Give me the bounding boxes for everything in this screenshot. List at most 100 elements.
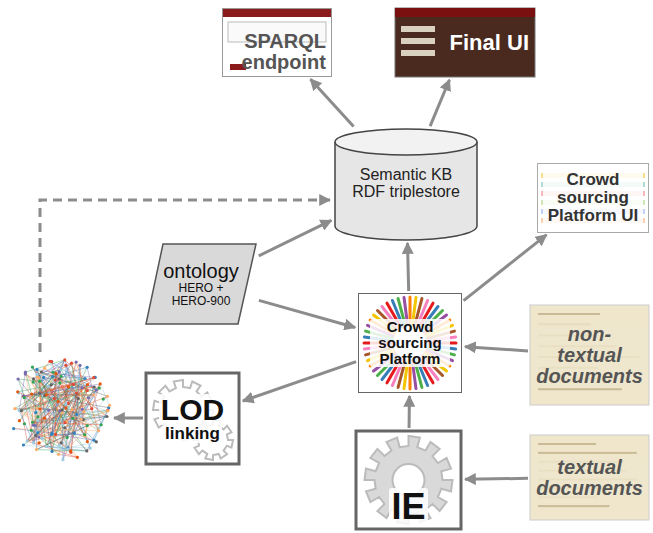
cloud-dot	[105, 415, 108, 418]
cloud-dot	[24, 373, 27, 376]
cloud-link	[55, 360, 65, 380]
flow-arrow	[259, 300, 355, 327]
screenshot-box: SPARQL endpoint	[222, 8, 332, 77]
flow-arrow	[465, 347, 528, 351]
cloud-dot	[37, 435, 40, 438]
cloud-link	[25, 372, 35, 435]
cloud-dot	[93, 385, 96, 388]
cloud-link	[48, 387, 84, 435]
cloud-dot	[36, 419, 39, 422]
cloud-dot	[77, 397, 80, 400]
cloud-dot	[106, 409, 109, 412]
cloud-link	[38, 378, 60, 383]
cloud-dot	[26, 439, 29, 442]
node-label: IE	[389, 488, 427, 526]
cloud-dot	[40, 370, 43, 373]
cloud-dot	[51, 371, 54, 374]
cloud-dot	[31, 423, 34, 426]
cloud-link	[18, 379, 85, 392]
cloud-dot	[23, 422, 26, 425]
cloud-link	[32, 394, 109, 408]
cloud-dot	[32, 380, 35, 383]
cloud-dot	[70, 362, 73, 365]
cloud-dot	[63, 426, 66, 429]
cloud-dot	[97, 429, 100, 432]
cloud-dot	[75, 391, 78, 394]
cloud-link	[37, 361, 50, 376]
cloud-dot	[95, 388, 98, 391]
cloud-dot	[35, 406, 38, 409]
cloud-dot	[31, 421, 34, 424]
cloud-dot	[95, 440, 98, 443]
cloud-dot	[30, 392, 33, 395]
node-label: Crowd sourcing Platform UI	[543, 171, 643, 225]
cloud-dot	[90, 407, 93, 410]
cloud-link	[94, 410, 108, 440]
cloud-link	[100, 384, 109, 405]
cloud-dot	[80, 418, 83, 421]
cloud-dot	[86, 440, 89, 443]
cloud-dot	[43, 367, 46, 370]
cloud-dot	[50, 433, 53, 436]
cloud-dot	[16, 390, 19, 393]
database-cylinder: Semantic KB RDF triplestore	[334, 128, 478, 240]
cloud-dot	[12, 427, 15, 430]
cloud-dot	[64, 402, 67, 405]
cloud-dot	[47, 409, 50, 412]
cloud-dot	[93, 376, 96, 379]
screenshot-box: Final UI	[395, 8, 535, 77]
cloud-dot	[13, 407, 16, 410]
cloud-dot	[53, 397, 56, 400]
cloud-dot	[60, 409, 63, 412]
flow-arrow	[408, 396, 411, 428]
cloud-dot	[63, 421, 66, 424]
cloud-dot	[35, 373, 38, 376]
cloud-link	[24, 396, 85, 434]
document-box: non-textual documents	[530, 305, 649, 405]
cloud-dot	[42, 376, 45, 379]
cloud-dot	[81, 386, 84, 389]
cloud-dot	[32, 377, 35, 380]
flow-arrow	[464, 235, 547, 301]
cloud-dot	[63, 358, 66, 361]
cloud-dot	[102, 398, 105, 401]
cloud-link	[39, 410, 108, 443]
node-label: Final UI	[450, 31, 529, 54]
cloud-dot	[83, 377, 86, 380]
cloud-dot	[66, 436, 69, 439]
cloud-dot	[82, 410, 85, 413]
cloud-dot	[58, 443, 61, 446]
document-box: textual documents	[530, 435, 649, 520]
cloud-dot	[38, 392, 41, 395]
cloud-dot	[20, 409, 23, 412]
cloud-dot	[92, 393, 95, 396]
cloud-dot	[50, 383, 53, 386]
cloud-dot	[66, 448, 69, 451]
cloud-dot	[41, 437, 44, 440]
cloud-dot	[83, 433, 86, 436]
cloud-dot	[108, 404, 111, 407]
node-label: ontology	[163, 261, 239, 282]
node-label: Semantic KB RDF triplestore	[346, 167, 466, 201]
process-box: LODlinking	[145, 372, 240, 465]
cloud-dot	[58, 377, 61, 380]
cloud-dot	[47, 385, 50, 388]
cloud-dot	[38, 441, 41, 444]
cloud-link	[46, 423, 65, 447]
cloud-link	[61, 409, 72, 442]
process-box: IE	[355, 430, 462, 530]
cloud-dot	[43, 417, 46, 420]
node-label: LOD	[159, 394, 226, 426]
cloud-dot	[31, 365, 34, 368]
cloud-dot	[50, 450, 53, 453]
cloud-dot	[76, 456, 79, 459]
cloud-dot	[86, 366, 89, 369]
cloud-dot	[38, 407, 41, 410]
cloud-dot	[35, 368, 38, 371]
cloud-link	[23, 390, 96, 445]
cloud-dot	[22, 443, 25, 446]
flow-arrow	[407, 243, 408, 291]
cloud-dot	[73, 432, 76, 435]
cloud-link	[19, 411, 33, 443]
